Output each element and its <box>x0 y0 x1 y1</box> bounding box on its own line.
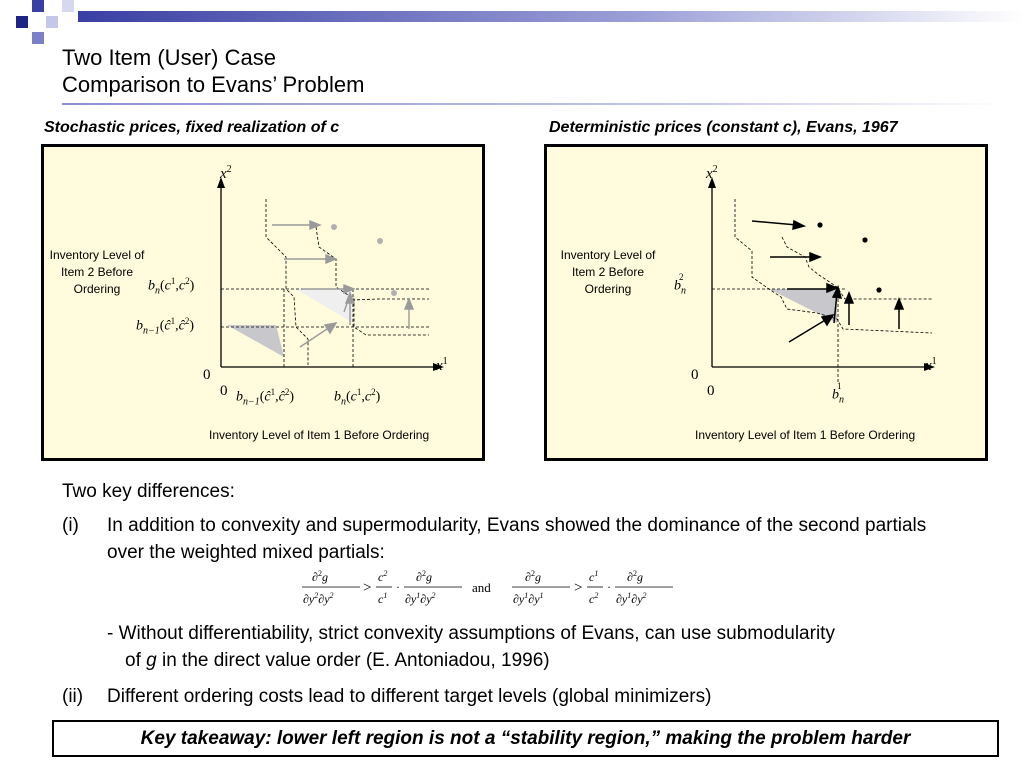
item-1-text: In addition to convexity and supermodula… <box>107 515 927 563</box>
right-diagram: x2 x1 0 0 bn2 bn1 Inventory Level of Ite… <box>544 144 988 461</box>
item-2-marker: (ii) <box>62 686 84 707</box>
item-1-marker: (i) <box>62 515 79 536</box>
left-shaded-light <box>296 289 353 323</box>
left-x-arrow <box>433 363 444 371</box>
svg-text:∂y1∂y2: ∂y1∂y2 <box>616 591 647 606</box>
right-diagram-canvas <box>708 177 935 383</box>
right-ytick: bn2 <box>674 272 686 297</box>
left-origin-x: 0 <box>220 383 228 399</box>
left-bottom-label: Inventory Level of Item 1 Before Orderin… <box>209 428 430 442</box>
svg-text:∂2g: ∂2g <box>627 569 643 584</box>
left-xtick-upper: bn(c1,c2) <box>334 387 381 408</box>
left-diagram: x2 x1 0 0 bn(c1,c2) bn−1(ĉ1,ĉ2) bn−1(ĉ1,… <box>41 144 485 461</box>
left-caption: Stochastic prices, fixed realization of … <box>44 119 340 136</box>
svg-text:∂y2∂y2: ∂y2∂y2 <box>303 591 334 606</box>
left-y-arrow <box>217 177 225 188</box>
right-origin-y: 0 <box>691 367 699 383</box>
svg-text:c2: c2 <box>378 569 387 584</box>
svg-text:>: > <box>363 580 371 596</box>
item-2-text: Different ordering costs lead to differe… <box>107 686 712 707</box>
left-xtick-lower: bn−1(ĉ1,ĉ2) <box>236 387 295 408</box>
key-takeaway-box: Key takeaway: lower left region is not a… <box>52 720 999 757</box>
left-boundary-1 <box>265 199 309 365</box>
svg-text:∂2g: ∂2g <box>525 569 541 584</box>
partials-formula: ∂2g ∂y2∂y2 > c2 c1 · ∂2g ∂y1∂y2 and ∂2g … <box>300 566 680 610</box>
svg-text:>: > <box>574 580 582 596</box>
right-bottom-label: Inventory Level of Item 1 Before Orderin… <box>695 428 916 442</box>
left-y-axis-label: x2 <box>220 164 232 182</box>
right-y-axis-label: x2 <box>706 164 718 182</box>
title-line-2: Comparison to Evans’ Problem <box>62 72 365 97</box>
left-x-axis-label: x1 <box>436 356 448 374</box>
left-ytick-lower: bn−1(ĉ1,ĉ2) <box>136 316 195 337</box>
intro-text: Two key differences: <box>62 481 235 502</box>
left-shaded-lower <box>227 325 284 357</box>
left-ytick-upper: bn(c1,c2) <box>148 276 195 297</box>
right-shaded <box>769 289 837 323</box>
right-xtick: bn1 <box>832 381 844 406</box>
sub-bullet-line-1: - Without differentiability, strict conv… <box>107 623 835 644</box>
left-origin-y: 0 <box>203 367 211 383</box>
svg-text:∂y1∂y2: ∂y1∂y2 <box>405 591 436 606</box>
svg-text:∂2g: ∂2g <box>312 569 328 584</box>
left-side-label: Inventory Level of Item 2 Before Orderin… <box>49 248 145 296</box>
corner-logo <box>0 0 80 50</box>
svg-text:c1: c1 <box>589 569 598 584</box>
left-diagram-canvas <box>217 177 444 371</box>
svg-text:c1: c1 <box>378 591 387 606</box>
right-side-label: Inventory Level of Item 2 Before Orderin… <box>560 248 656 296</box>
title-divider <box>62 103 1002 105</box>
svg-text:∂2g: ∂2g <box>416 569 432 584</box>
sub-bullet-line-2: of g in the direct value order (E. Anton… <box>125 650 550 671</box>
right-caption: Deterministic prices (constant c), Evans… <box>549 119 898 136</box>
title-line-1: Two Item (User) Case <box>62 45 276 70</box>
svg-text:c2: c2 <box>589 591 598 606</box>
svg-text:·: · <box>607 580 611 594</box>
formula-and: and <box>472 580 491 595</box>
right-x-axis-label: x1 <box>925 356 937 374</box>
right-origin-x: 0 <box>707 383 715 399</box>
slide-title: Two Item (User) Case Comparison to Evans… <box>62 44 364 98</box>
header-bar <box>78 11 1024 22</box>
left-boundary-2 <box>315 226 429 336</box>
svg-text:·: · <box>396 580 400 594</box>
svg-text:∂y1∂y1: ∂y1∂y1 <box>513 591 544 606</box>
